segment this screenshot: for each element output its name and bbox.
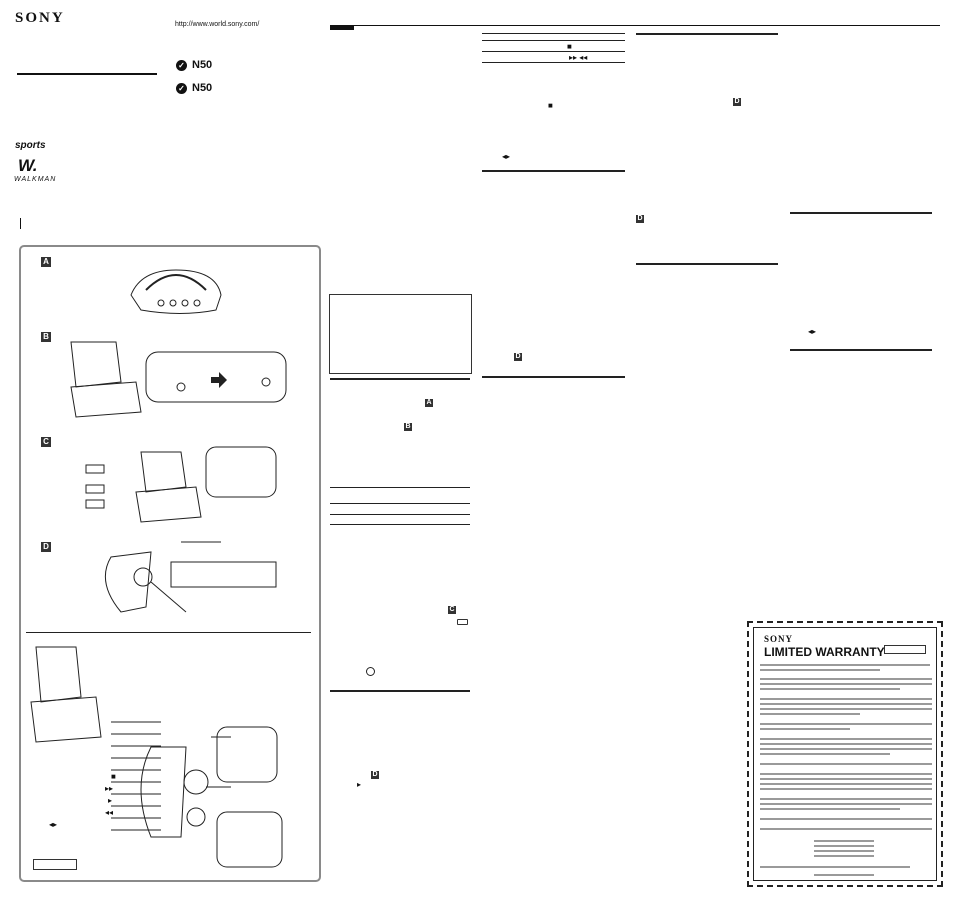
warranty-text-line — [760, 698, 932, 700]
figure-a-drawing — [130, 269, 222, 314]
play-icon: ▸ — [108, 796, 113, 805]
warranty-address-line — [814, 855, 874, 857]
battery-icon — [457, 619, 468, 625]
warranty-address-line — [814, 840, 874, 842]
warranty-text-line — [760, 669, 880, 671]
col3-section-rule-2 — [636, 263, 778, 265]
warranty-text-line — [760, 763, 932, 765]
marker-a: A — [425, 399, 433, 407]
col2-table-rule-3 — [482, 51, 625, 52]
figure-label-a: A — [41, 257, 51, 267]
figure-label-d: D — [41, 542, 51, 552]
minus-circle-icon — [366, 667, 375, 676]
figure-label-c: C — [41, 437, 51, 447]
model-box — [33, 859, 77, 870]
direction-icon: ◂▸ — [49, 820, 58, 829]
warranty-text-line — [760, 678, 932, 680]
warranty-address-line — [814, 850, 874, 852]
warranty-text-line — [760, 748, 932, 750]
stop-icon-table: ■ — [567, 42, 572, 51]
header-rule — [330, 25, 940, 26]
col3-section-rule — [636, 33, 778, 35]
stop-icon-col2: ■ — [548, 101, 553, 110]
model-label-2: ✓ N50 — [176, 82, 212, 94]
warranty-text-line — [760, 688, 900, 690]
warranty-text-line — [760, 866, 910, 868]
warranty-text-line — [760, 778, 932, 780]
warranty-text-line — [760, 743, 932, 745]
warranty-text-line — [760, 753, 890, 755]
direction-icon-col2: ◂▸ — [502, 152, 511, 161]
warranty-text-line — [760, 728, 850, 730]
panel-divider — [26, 632, 311, 633]
walkman-symbol: W. — [18, 156, 38, 175]
illustration-panel: A B C D — [19, 245, 321, 882]
sony-logo: SONY — [15, 10, 65, 26]
figure-c-drawing — [85, 446, 277, 523]
controls-drawing — [30, 646, 283, 868]
figure-d-drawing — [104, 541, 277, 613]
sports-logo: sports — [15, 140, 46, 151]
warranty-address-line — [814, 845, 874, 847]
warranty-text-line — [760, 664, 930, 666]
warranty-text-line — [760, 703, 932, 705]
marker-d-1: D — [371, 771, 379, 779]
col4-section-rule-2 — [790, 349, 932, 351]
warranty-text-line — [760, 783, 932, 785]
warranty-brand: SONY — [764, 634, 794, 644]
col1-section-rule — [330, 378, 470, 380]
ff-rew-icon-table: ▸▸ ◂◂ — [569, 53, 588, 62]
col2-table-rule-4 — [482, 62, 625, 63]
header-tab — [330, 25, 354, 30]
warranty-text-line — [760, 713, 860, 715]
stop-icon: ■ — [111, 772, 116, 781]
warranty-text-line — [760, 708, 932, 710]
warranty-text-line — [760, 818, 932, 820]
figure-label-b: B — [41, 332, 51, 342]
marker-d-4: D — [636, 215, 644, 223]
warranty-text-line — [760, 723, 932, 725]
play-icon-inline: ▸ — [357, 780, 362, 789]
rewind-icon: ◂◂ — [105, 808, 114, 817]
warranty-text-line — [760, 798, 932, 800]
warranty-text-line — [760, 773, 932, 775]
warranty-text-line — [760, 738, 932, 740]
warranty-frame: SONY LIMITED WARRANTY — [753, 627, 937, 881]
marker-b: B — [404, 423, 412, 431]
warranty-code-box — [884, 645, 926, 654]
marker-c: C — [448, 606, 456, 614]
figure-b-drawing — [70, 341, 287, 418]
direction-icon-col4: ◂▸ — [808, 327, 817, 336]
col2-section-rule — [482, 170, 625, 172]
limited-warranty-card: SONY LIMITED WARRANTY — [747, 621, 943, 887]
page-mark — [20, 218, 21, 229]
fast-forward-icon: ▸▸ — [105, 784, 114, 793]
warranty-text-line — [760, 808, 900, 810]
check-icon: ✓ — [176, 82, 187, 94]
marker-d-3: D — [733, 98, 741, 106]
col1-section-rule-2 — [330, 690, 470, 692]
warranty-text-line — [760, 828, 932, 830]
warranty-title: LIMITED WARRANTY — [764, 645, 885, 659]
table-rule-3 — [330, 514, 470, 515]
table-rule-2 — [330, 503, 470, 504]
warranty-text-line — [760, 683, 932, 685]
model-label-1: ✓ N50 — [176, 59, 212, 71]
col2-table-rule-2 — [482, 40, 625, 41]
marker-d-2: D — [514, 353, 522, 361]
col4-section-rule — [790, 212, 932, 214]
table-rule-4 — [330, 524, 470, 525]
table-rule-1 — [330, 487, 470, 488]
col2-section-rule-2 — [482, 376, 625, 378]
warranty-text-line — [760, 803, 932, 805]
check-icon: ✓ — [176, 59, 187, 71]
walkman-logo: WALKMAN — [14, 176, 57, 183]
website-url: http://www.world.sony.com/ — [175, 21, 260, 28]
col2-table-rule-1 — [482, 33, 625, 34]
notice-box — [329, 294, 472, 374]
warranty-text-line — [814, 874, 874, 876]
warranty-text-line — [760, 788, 932, 790]
title-rule — [17, 73, 157, 75]
